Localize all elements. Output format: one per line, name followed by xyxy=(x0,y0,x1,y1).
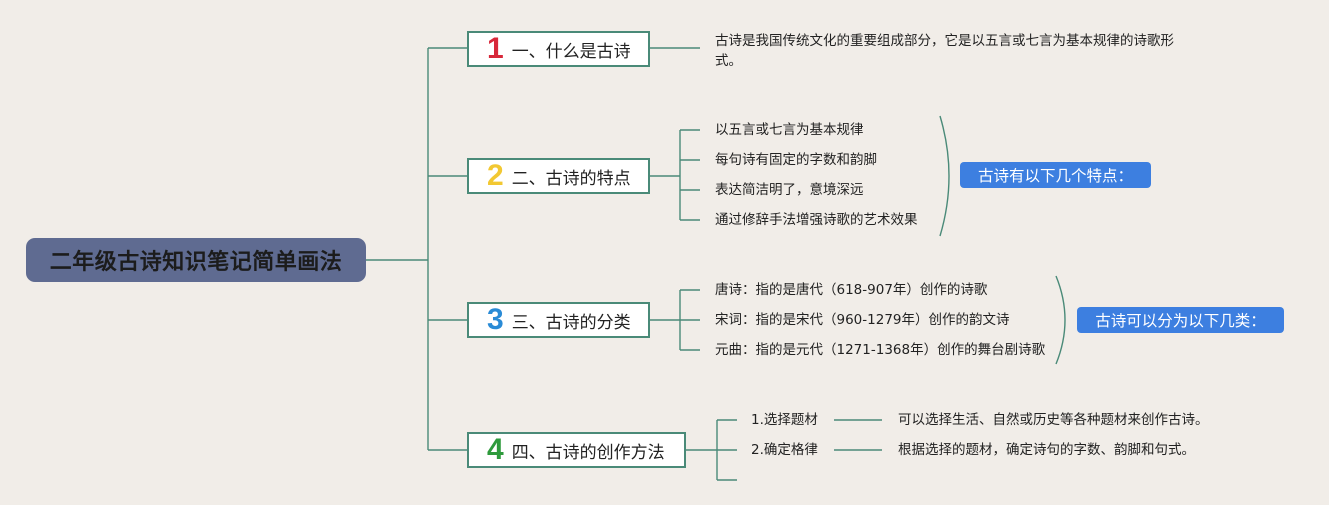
branch-2-leaf: 以五言或七言为基本规律 xyxy=(715,122,864,138)
branch-1: 1 一、什么是古诗 xyxy=(467,31,650,67)
branch-4-step: 2.确定格律 xyxy=(751,442,818,458)
branch-3: 3 三、古诗的分类 xyxy=(467,302,650,338)
branch-4-step: 1.选择题材 xyxy=(751,412,818,428)
branch-3-summary-text: 古诗可以分为以下几类： xyxy=(1095,312,1266,330)
branch-2-leaf: 表达简洁明了，意境深远 xyxy=(715,182,864,198)
branch-4-detail: 根据选择的题材，确定诗句的字数、韵脚和句式。 xyxy=(898,442,1195,458)
branch-2-summary: 古诗有以下几个特点： xyxy=(960,162,1151,188)
branch-2-title: 二、古诗的特点 xyxy=(511,168,631,189)
branch-4-detail: 可以选择生活、自然或历史等各种题材来创作古诗。 xyxy=(898,412,1209,428)
branch-3-leaf: 唐诗：指的是唐代（618-907年）创作的诗歌 xyxy=(715,282,988,298)
branch-3-title: 三、古诗的分类 xyxy=(511,312,631,333)
number-one-icon: 1 xyxy=(487,32,504,65)
number-two-icon: 2 xyxy=(487,159,504,192)
branch-4: 4 四、古诗的创作方法 xyxy=(467,432,686,468)
branch2-brace xyxy=(939,115,950,237)
branch-2-leaf: 每句诗有固定的字数和韵脚 xyxy=(715,152,877,168)
branch-2-leaf: 通过修辞手法增强诗歌的艺术效果 xyxy=(715,212,918,228)
branch-1-leaf: 古诗是我国传统文化的重要组成部分，它是以五言或七言为基本规律的诗歌形式。 xyxy=(715,33,1174,69)
branch-4-title: 四、古诗的创作方法 xyxy=(511,442,665,463)
branch3-brace xyxy=(1055,275,1066,365)
root-node: 二年级古诗知识笔记简单画法 xyxy=(26,238,366,282)
branch-3-summary: 古诗可以分为以下几类： xyxy=(1077,307,1284,333)
branch-1-title: 一、什么是古诗 xyxy=(511,41,631,62)
number-three-icon: 3 xyxy=(487,303,504,336)
branch-2: 2 二、古诗的特点 xyxy=(467,158,650,194)
number-four-icon: 4 xyxy=(487,433,504,466)
branch-3-leaf: 元曲：指的是元代（1271-1368年）创作的舞台剧诗歌 xyxy=(715,342,1046,358)
root-title: 二年级古诗知识笔记简单画法 xyxy=(49,250,343,275)
branch-2-summary-text: 古诗有以下几个特点： xyxy=(977,167,1133,185)
branch-3-leaf: 宋词：指的是宋代（960-1279年）创作的韵文诗 xyxy=(715,312,1010,328)
